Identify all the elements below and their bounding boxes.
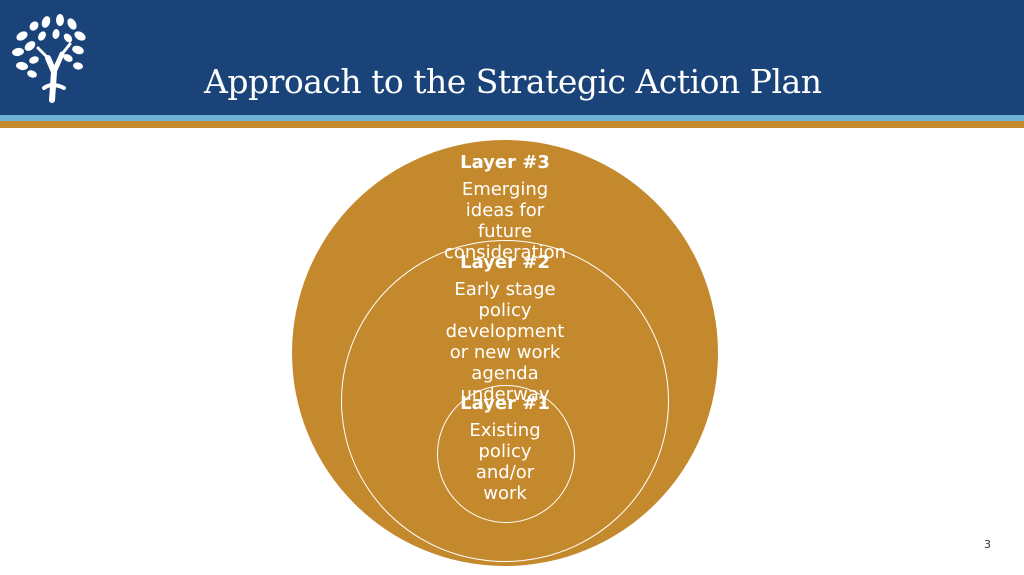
tree-hand-icon — [12, 14, 86, 103]
layer-1-label: Layer #1 Existing policy and/or work — [455, 393, 555, 504]
page-title: Approach to the Strategic Action Plan — [204, 62, 822, 101]
layer-3-label: Layer #3 Emerging ideas for future consi… — [440, 152, 570, 263]
layer-3-description: Emerging ideas for future consideration — [443, 179, 567, 263]
layer-2-heading: Layer #2 — [460, 252, 550, 273]
header-stripe-gold — [0, 121, 1024, 128]
page-number: 3 — [984, 538, 991, 551]
layer-3-heading: Layer #3 — [460, 152, 550, 173]
layer-1-circle — [437, 385, 575, 523]
layer-2-label: Layer #2 Early stage policy development … — [435, 252, 575, 405]
layer-2-circle — [341, 240, 669, 562]
header-bar — [0, 0, 1024, 115]
layer-1-description: Existing policy and/or work — [469, 420, 541, 504]
header-stripe-blue — [0, 115, 1024, 121]
layer-1-heading: Layer #1 — [460, 393, 550, 414]
layer-2-description: Early stage policy development or new wo… — [445, 279, 565, 405]
